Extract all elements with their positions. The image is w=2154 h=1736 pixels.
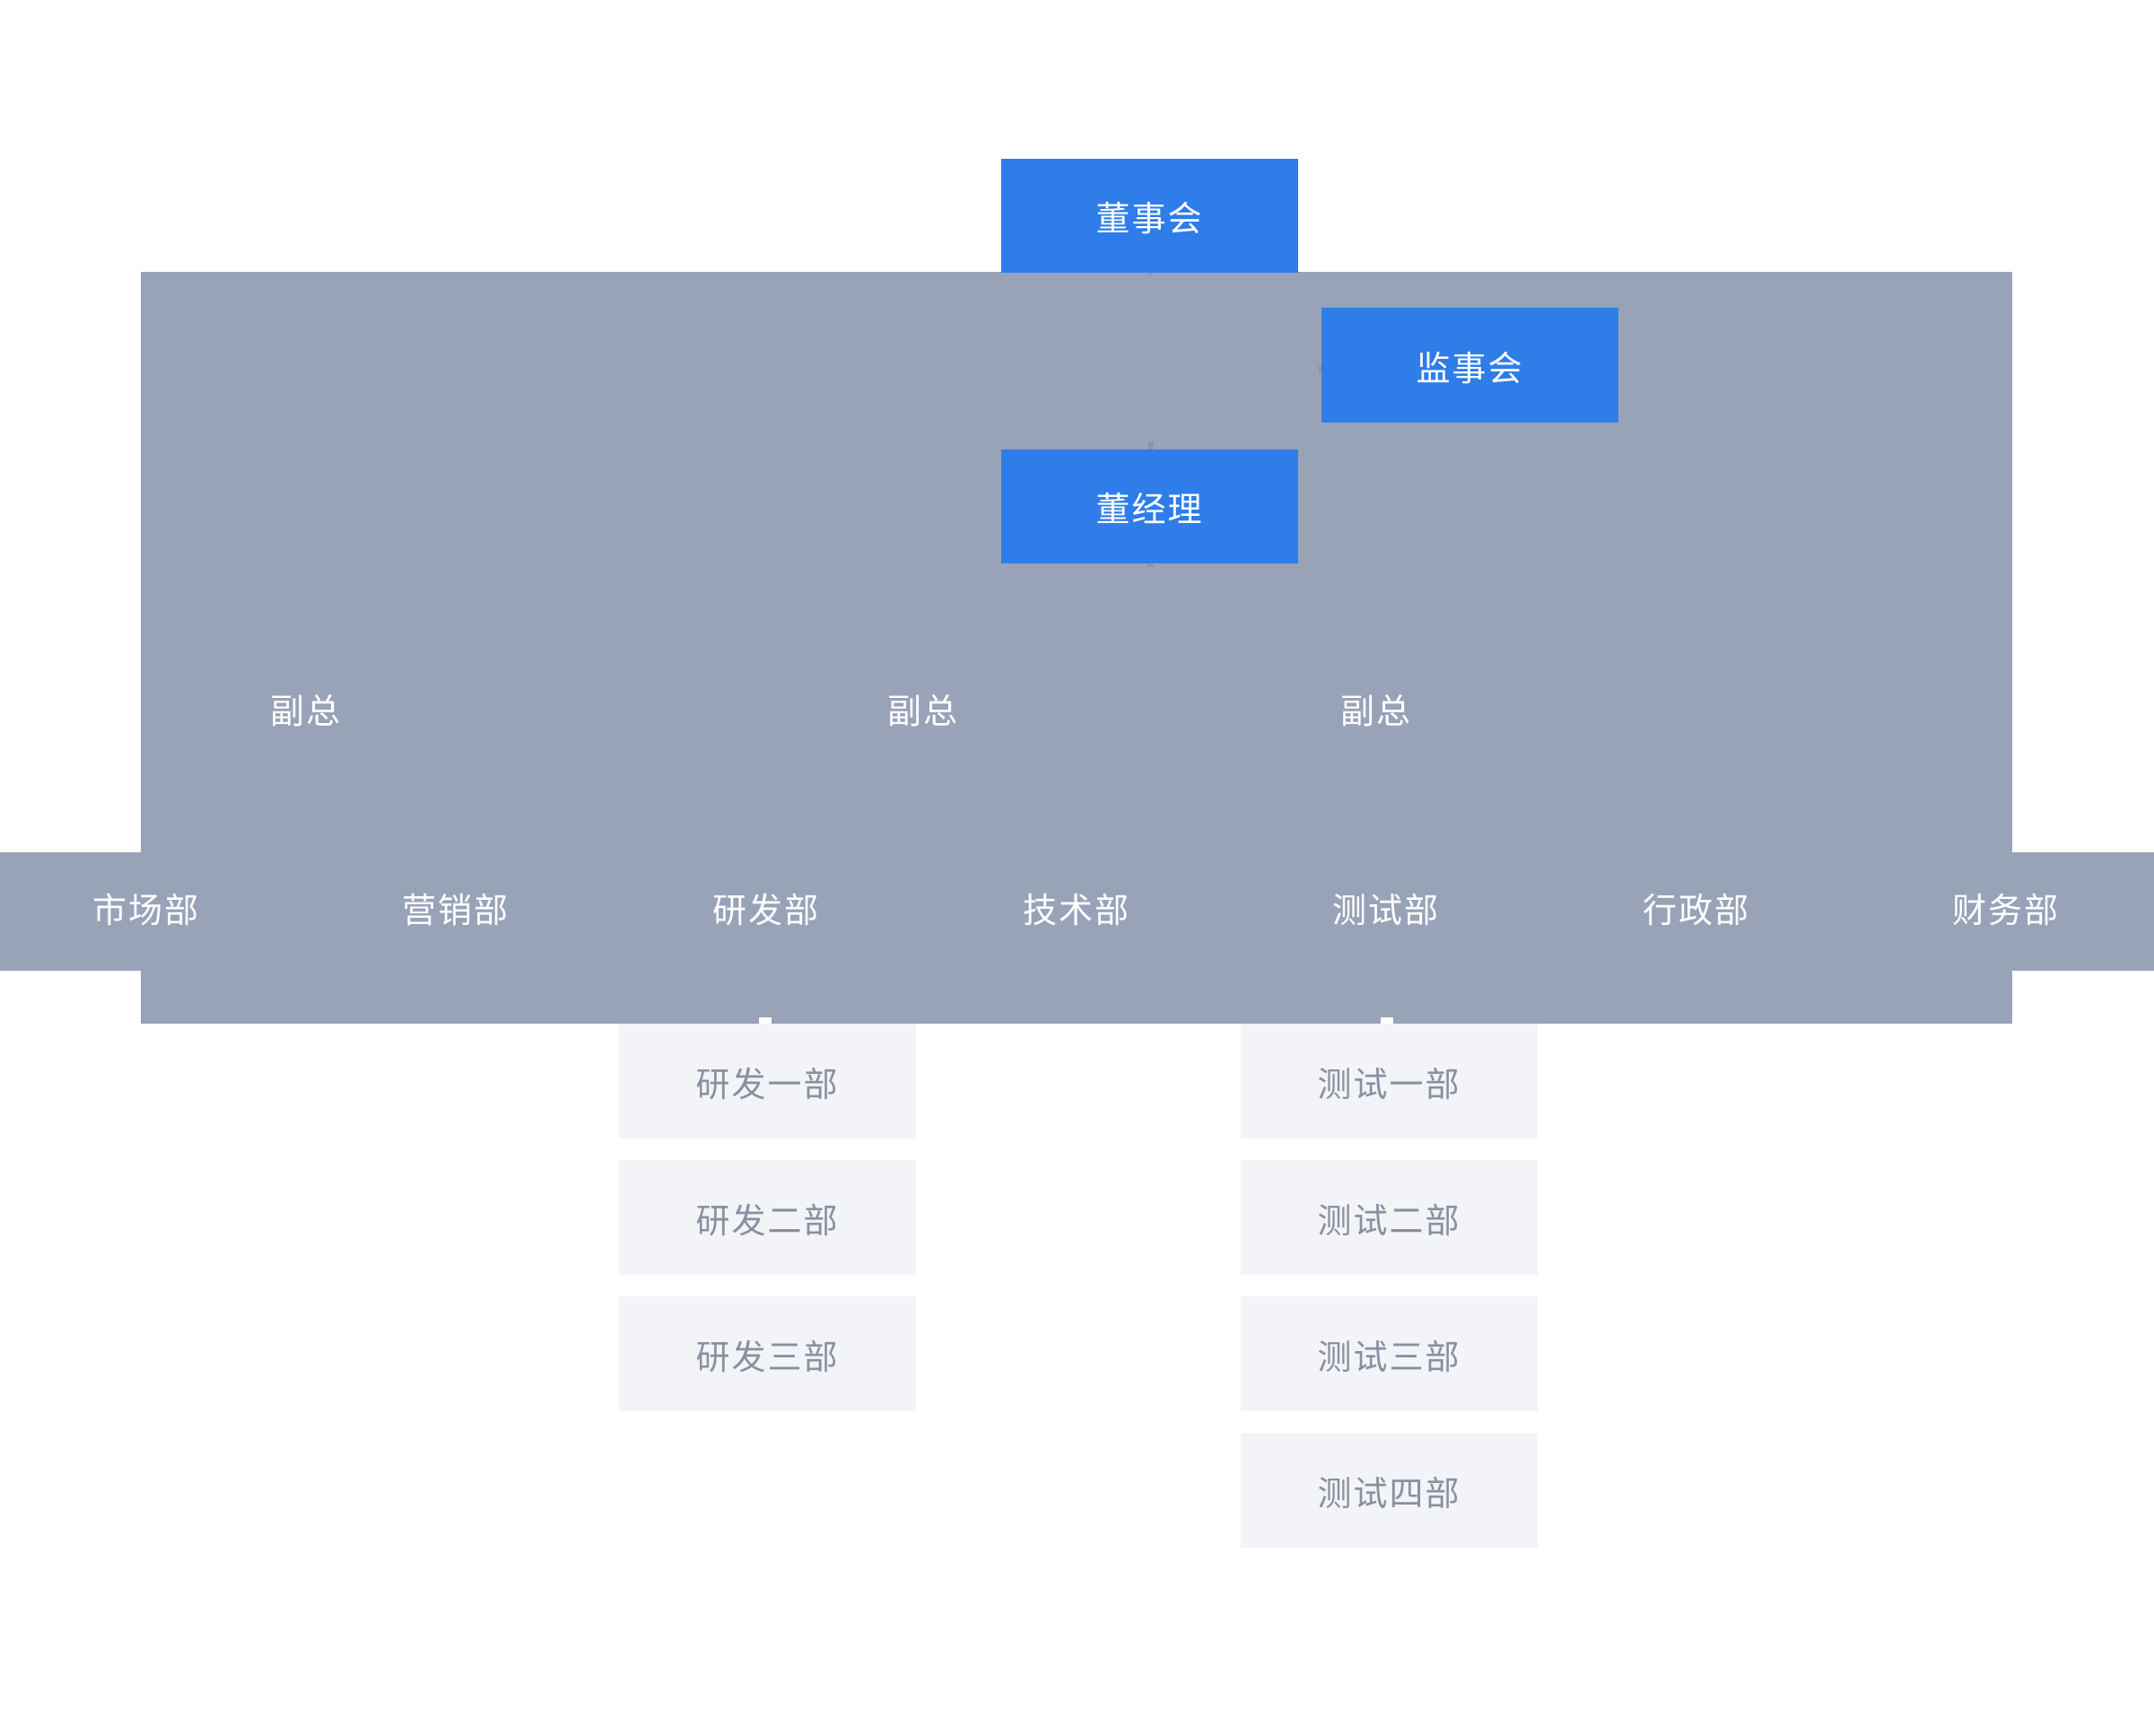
node-supervisory-board[interactable]: 监事会	[1321, 308, 1618, 423]
node-board-label: 董事会	[1095, 201, 1204, 239]
node-vice-president-2[interactable]: 副总	[886, 694, 959, 731]
node-board[interactable]: 董事会	[1001, 159, 1298, 273]
node-subdept-rd-3[interactable]: 研发三部	[619, 1296, 916, 1411]
node-dept-marketing[interactable]: 市场部	[92, 893, 200, 930]
node-subdept-test-3-label: 测试三部	[1317, 1339, 1461, 1377]
connector-gap	[759, 1017, 772, 1025]
node-general-manager-label: 董经理	[1095, 492, 1204, 529]
node-general-manager[interactable]: 董经理	[1001, 449, 1298, 563]
node-subdept-test-1-label: 测试一部	[1317, 1066, 1461, 1104]
node-subdept-rd-2[interactable]: 研发二部	[619, 1160, 916, 1275]
node-subdept-test-2[interactable]: 测试二部	[1241, 1160, 1538, 1275]
node-subdept-rd-1-label: 研发一部	[695, 1066, 840, 1104]
node-dept-rd[interactable]: 研发部	[711, 893, 820, 930]
node-dept-finance[interactable]: 财务部	[1951, 893, 2060, 930]
node-dept-technology[interactable]: 技术部	[1022, 893, 1130, 930]
node-dept-sales[interactable]: 营销部	[401, 893, 510, 930]
node-subdept-rd-2-label: 研发二部	[695, 1202, 840, 1241]
connector-stub	[1147, 563, 1154, 567]
node-subdept-test-1[interactable]: 测试一部	[1241, 1024, 1538, 1138]
connector-gap	[1381, 1017, 1393, 1025]
connector-stub	[1147, 272, 1153, 275]
node-dept-testing[interactable]: 测试部	[1331, 893, 1440, 930]
department-band	[0, 852, 2154, 971]
connector-stub	[1148, 441, 1154, 449]
node-supervisory-board-label: 监事会	[1416, 350, 1524, 388]
node-vice-president-1[interactable]: 副总	[269, 694, 342, 731]
node-dept-admin[interactable]: 行政部	[1642, 893, 1750, 930]
node-vice-president-3[interactable]: 副总	[1339, 694, 1412, 731]
node-subdept-test-4-label: 测试四部	[1317, 1475, 1461, 1514]
connector-stub	[1319, 365, 1323, 373]
node-subdept-test-2-label: 测试二部	[1317, 1202, 1461, 1241]
node-subdept-rd-1[interactable]: 研发一部	[619, 1024, 916, 1138]
node-subdept-test-3[interactable]: 测试三部	[1241, 1296, 1538, 1411]
node-subdept-test-4[interactable]: 测试四部	[1241, 1433, 1538, 1548]
node-subdept-rd-3-label: 研发三部	[695, 1339, 840, 1377]
